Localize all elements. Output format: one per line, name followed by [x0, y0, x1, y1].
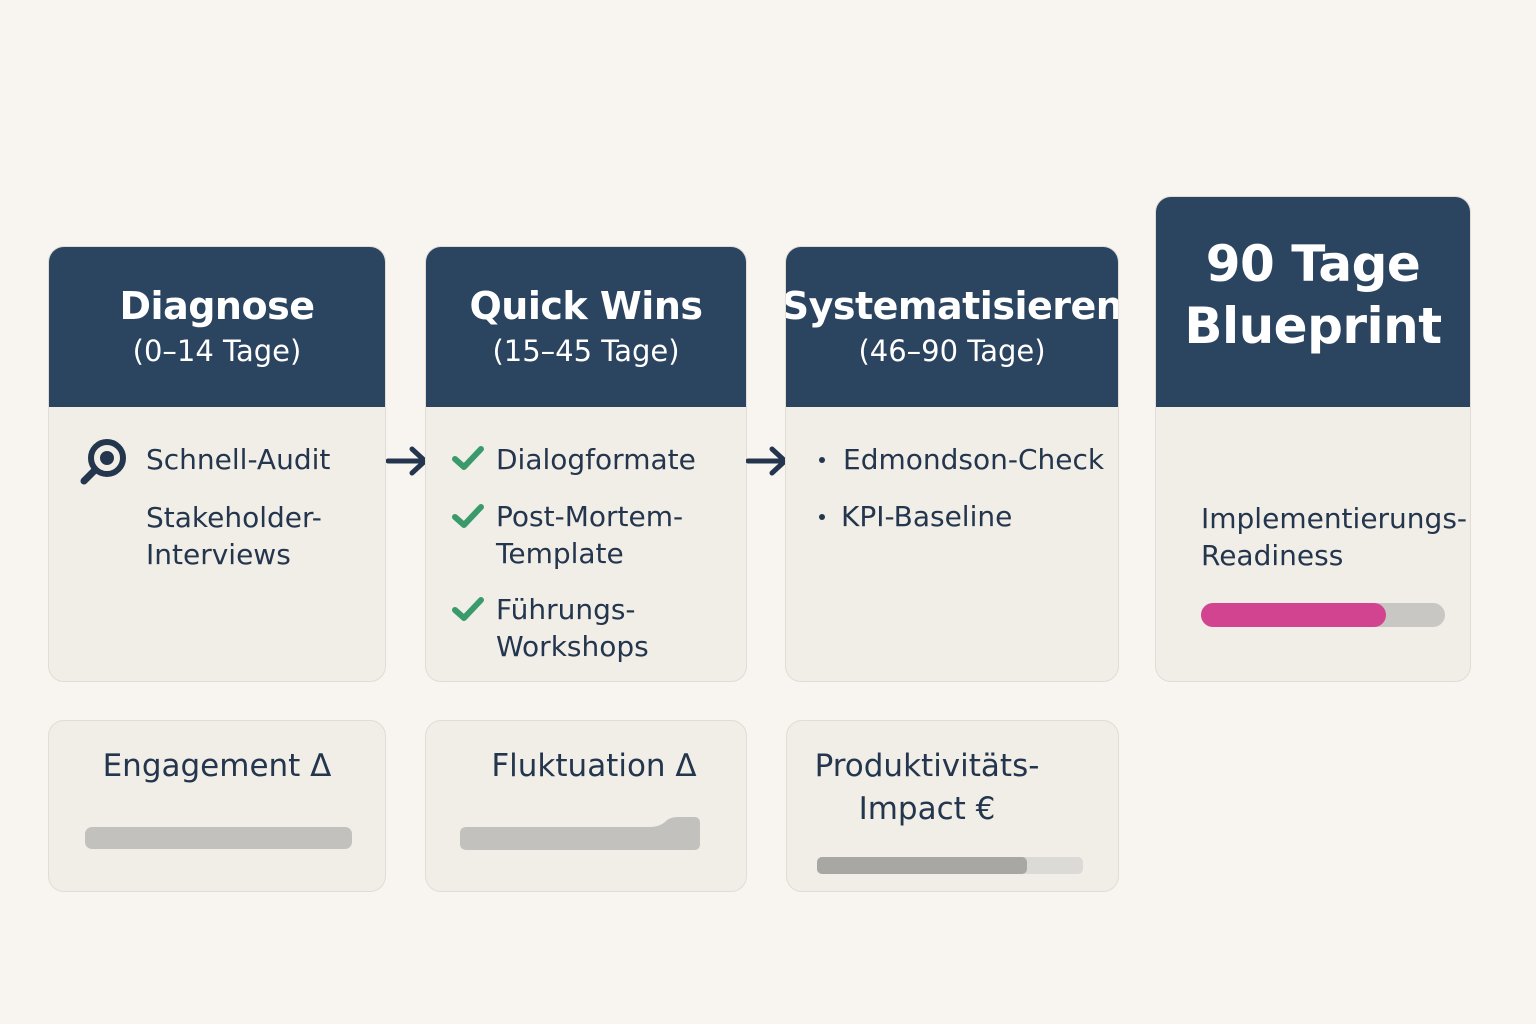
phase-card-systematisieren: Systematisieren (46–90 Tage) Edmondson-C…	[785, 246, 1119, 682]
metric-card-fluktuation: Fluktuation Δ	[425, 720, 747, 892]
metric-bar	[460, 817, 700, 850]
check-icon	[452, 504, 484, 528]
check-icon	[452, 446, 484, 470]
phase-header: Systematisieren (46–90 Tage)	[786, 247, 1118, 407]
phase-item: Post-Mortem- Template	[496, 500, 684, 570]
readiness-label: Implementierungs- Readiness	[1201, 502, 1468, 572]
blueprint-card: 90 Tage Blueprint Implementierungs- Read…	[1155, 196, 1471, 682]
phase-item: Stakeholder- Interviews	[146, 501, 322, 571]
bullet-icon	[819, 514, 825, 520]
metric-card-produktivitaet: Produktivitäts- Impact €	[786, 720, 1119, 892]
metric-bar-fill	[817, 857, 1028, 874]
phase-title: Quick Wins	[469, 284, 703, 328]
metric-bar	[85, 827, 352, 849]
check-icon	[452, 597, 484, 621]
readiness-progress-bar	[1201, 603, 1445, 627]
bullet-icon	[819, 457, 825, 463]
phase-subtitle: (46–90 Tage)	[858, 334, 1046, 368]
phase-card-quick-wins: Quick Wins (15–45 Tage) Dialogformate Po…	[425, 246, 747, 682]
phase-title: Diagnose	[119, 284, 315, 328]
metric-label: Produktivitäts- Impact €	[814, 748, 1040, 827]
arrow-right-icon	[386, 446, 428, 476]
phase-title: Systematisieren	[785, 284, 1119, 328]
readiness-progress-fill	[1201, 603, 1387, 627]
metric-label: Fluktuation Δ	[491, 748, 697, 784]
phase-item: Führungs- Workshops	[496, 593, 649, 663]
phase-item: Schnell-Audit	[146, 443, 331, 476]
phase-item: Dialogformate	[496, 443, 696, 476]
phase-header: Diagnose (0–14 Tage)	[49, 247, 385, 407]
magnifier-icon	[80, 439, 126, 485]
phase-subtitle: (0–14 Tage)	[132, 334, 302, 368]
metric-card-engagement: Engagement Δ	[48, 720, 386, 892]
arrow-right-icon	[746, 446, 788, 476]
phase-subtitle: (15–45 Tage)	[492, 334, 680, 368]
metric-label: Engagement Δ	[102, 748, 332, 784]
metric-bar	[817, 857, 1083, 874]
blueprint-header: 90 Tage Blueprint	[1156, 197, 1470, 407]
phase-card-diagnose: Diagnose (0–14 Tage) Schnell-Audit Stake…	[48, 246, 386, 682]
phase-item: Edmondson-Check	[843, 443, 1105, 476]
phase-header: Quick Wins (15–45 Tage)	[426, 247, 746, 407]
phase-item: KPI-Baseline	[841, 500, 1013, 533]
blueprint-title: 90 Tage Blueprint	[1184, 235, 1442, 355]
